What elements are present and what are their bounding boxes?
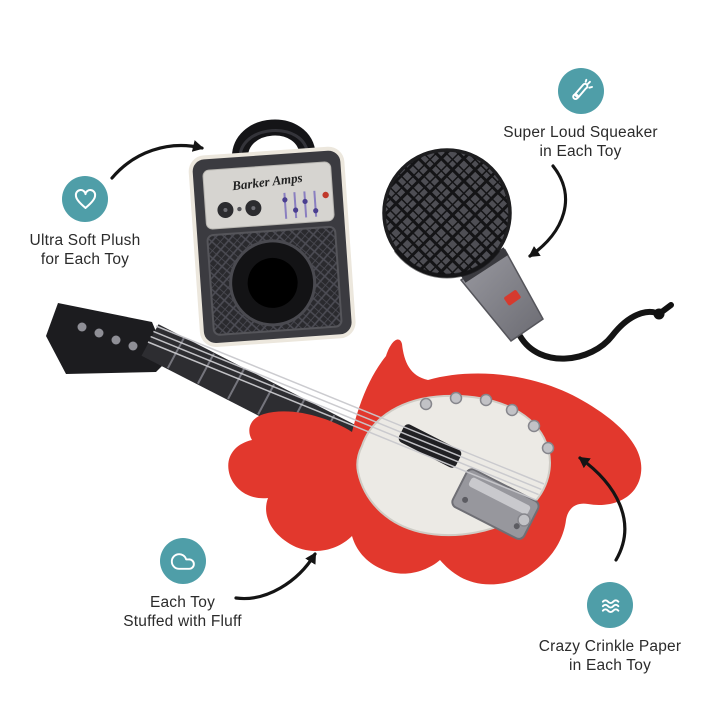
callout-text-line: Super Loud Squeaker: [503, 124, 658, 141]
mic-button: [504, 290, 521, 306]
heart-icon: [62, 176, 108, 222]
mic-cord: [517, 308, 663, 362]
callout-arrows: [110, 140, 627, 601]
guitar-toy: [46, 303, 642, 585]
arrow-to-amp: [110, 140, 204, 180]
callout-text-line: Stuffed with Fluff: [123, 613, 242, 630]
callout-text-line: for Each Toy: [40, 251, 130, 268]
callout-text-line: in Each Toy: [539, 143, 622, 160]
amp-control-panel: [202, 161, 335, 230]
guitar-strings: [147, 325, 545, 501]
callout-text-line: Ultra Soft Plush: [29, 232, 141, 249]
arrow-to-guitar-right: [578, 456, 627, 562]
fluff-icon: [159, 538, 206, 584]
arrow-to-guitar-bottom: [234, 552, 317, 601]
amp-knobs: [217, 200, 262, 219]
squeaker-icon: [557, 68, 604, 114]
callout-stuffed-with-fluff: Each Toy Stuffed with Fluff: [95, 538, 270, 631]
amp-toy: Barker Amps: [188, 119, 356, 347]
callout-text-line: in Each Toy: [568, 657, 652, 674]
callout-text-line: Crazy Crinkle Paper: [538, 638, 682, 655]
callout-ultra-soft-plush: Ultra Soft Plush for Each Toy: [0, 176, 170, 269]
callout-crazy-crinkle-paper: Crazy Crinkle Paper in Each Toy: [515, 582, 705, 675]
guitar-bridge: [451, 468, 540, 540]
arrow-to-microphone: [528, 164, 568, 258]
crinkle-icon: [587, 582, 633, 628]
guitar-headstock: [46, 303, 168, 374]
callout-text-line: Each Toy: [149, 594, 216, 611]
callout-super-loud-squeaker: Super Loud Squeaker in Each Toy: [488, 68, 673, 161]
microphone-toy: [382, 148, 674, 362]
guitar-snaps: [419, 391, 555, 527]
